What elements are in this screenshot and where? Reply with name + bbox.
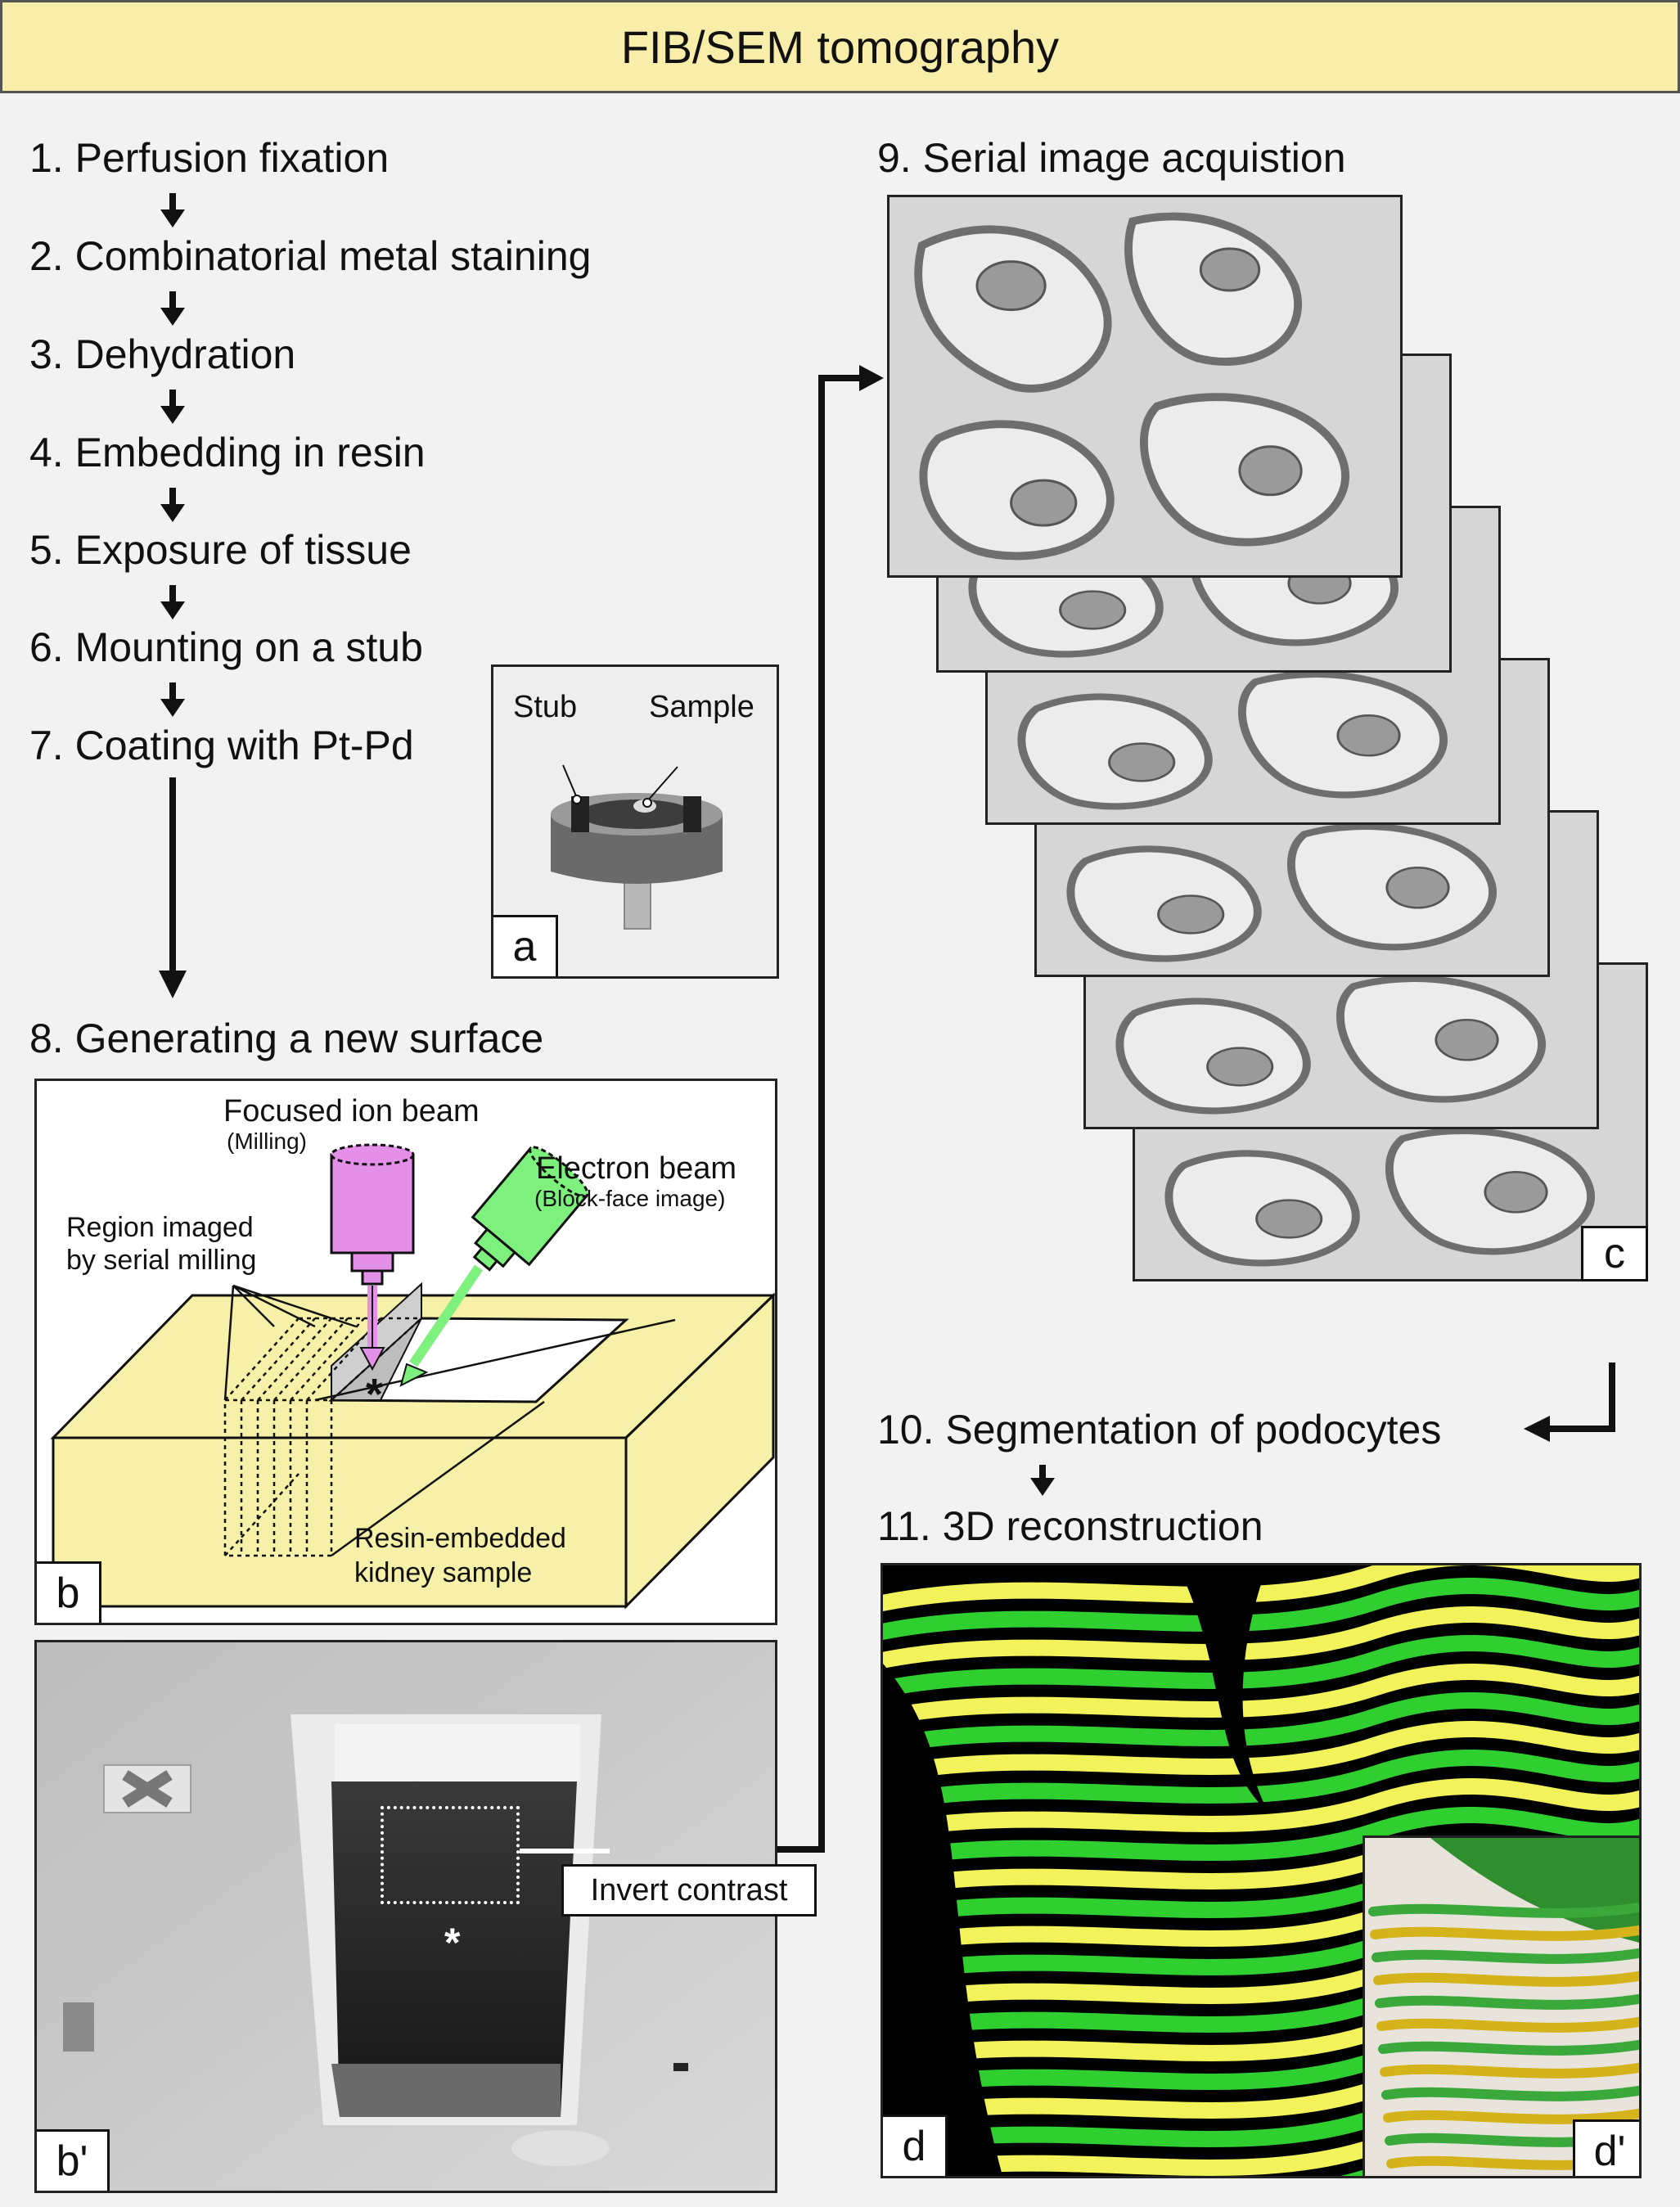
panel-label-d-prime: d' (1573, 2119, 1639, 2176)
stub-illustration (493, 667, 777, 976)
long-down-arrow (159, 777, 187, 998)
panel-b-schematic: Focused ion beam (Milling) Electron beam… (34, 1079, 777, 1625)
step-10: 10. Segmentation of podocytes (877, 1407, 1442, 1453)
region-pointer-lines (223, 1284, 676, 1557)
sem-asterisk: * (444, 1920, 461, 1966)
panel-c-serial-images: c (884, 195, 1653, 1332)
panel-label-b: b (37, 1561, 101, 1623)
sem-trench-illustration (37, 1642, 775, 2191)
step-5: 5. Exposure of tissue (29, 527, 412, 573)
step-8: 8. Generating a new surface (29, 1016, 544, 1061)
fib-label: Focused ion beam (223, 1094, 480, 1128)
eb-label: Electron beam (536, 1151, 737, 1186)
fib-sublabel: (Milling) (227, 1128, 307, 1154)
invert-contrast-callout: Invert contrast (561, 1864, 817, 1916)
region-label-1: Region imaged (66, 1212, 254, 1243)
step-4: 4. Embedding in resin (29, 430, 426, 475)
connector-to-segmentation (1524, 1362, 1615, 1442)
step-9: 9. Serial image acquistion (877, 135, 1346, 181)
panel-d-3d-reconstruction: d' d (881, 1563, 1642, 2178)
resin-label-2: kidney sample (354, 1557, 533, 1588)
serial-image-1 (887, 195, 1403, 578)
step-1: 1. Perfusion fixation (29, 135, 390, 181)
step-7: 7. Coating with Pt-Pd (29, 723, 414, 768)
fib-asterisk: * (366, 1370, 384, 1419)
fib-column (330, 1143, 415, 1371)
title-bar: FIB/SEM tomography (0, 0, 1680, 93)
step-11: 11. 3D reconstruction (877, 1503, 1263, 1549)
podocyte-reconstruction (883, 1565, 1639, 2176)
panel-d-prime-inset: d' (1362, 1835, 1639, 2176)
region-label-2: by serial milling (66, 1245, 257, 1276)
panel-a-stub-photo: Stub Sample a (491, 664, 779, 979)
sem-roi-box (381, 1806, 520, 1904)
sample-label: Sample (649, 690, 754, 724)
eb-column (471, 1146, 589, 1272)
fib-sem-schematic (50, 1143, 775, 1610)
panel-label-a: a (493, 915, 558, 976)
step-2: 2. Combinatorial metal staining (29, 233, 592, 279)
eb-sublabel: (Block-face image) (534, 1186, 726, 1211)
resin-label-1: Resin-embedded (354, 1523, 566, 1554)
step-3: 3. Dehydration (29, 331, 296, 377)
figure-title: FIB/SEM tomography (620, 20, 1060, 73)
panel-label-c: c (1581, 1226, 1648, 1281)
roi-leader-line (520, 1849, 610, 1853)
panel-label-b-prime: b' (37, 2129, 110, 2191)
panel-b-prime-sem: * b' (34, 1640, 777, 2193)
stub-label: Stub (513, 690, 578, 724)
step-6: 6. Mounting on a stub (29, 624, 423, 670)
panel-label-d: d (883, 2115, 948, 2176)
